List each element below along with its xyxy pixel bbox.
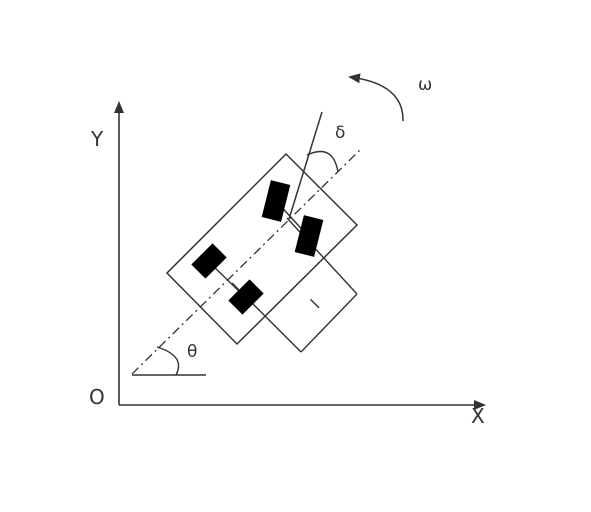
front-left-wheel <box>261 180 291 222</box>
front-right-wheel <box>294 215 324 257</box>
omega-arrow <box>348 73 404 122</box>
heading-line <box>131 149 361 375</box>
length-label: l <box>307 296 324 313</box>
steering-line <box>288 111 323 220</box>
length-dimension-upper <box>286 217 358 295</box>
theta-arc <box>156 346 180 376</box>
length-dimension-end <box>300 293 358 353</box>
delta-arc <box>306 150 339 173</box>
rear-right-wheel <box>228 279 264 315</box>
rear-left-wheel <box>191 243 227 279</box>
vehicle-body <box>165 152 359 346</box>
omega-label: ω <box>418 75 432 95</box>
origin-label: O <box>89 385 105 409</box>
x-axis-label: X <box>471 404 485 428</box>
delta-label: δ <box>335 123 345 143</box>
y-axis-label: Y <box>90 127 104 151</box>
theta-label: θ <box>187 342 197 362</box>
